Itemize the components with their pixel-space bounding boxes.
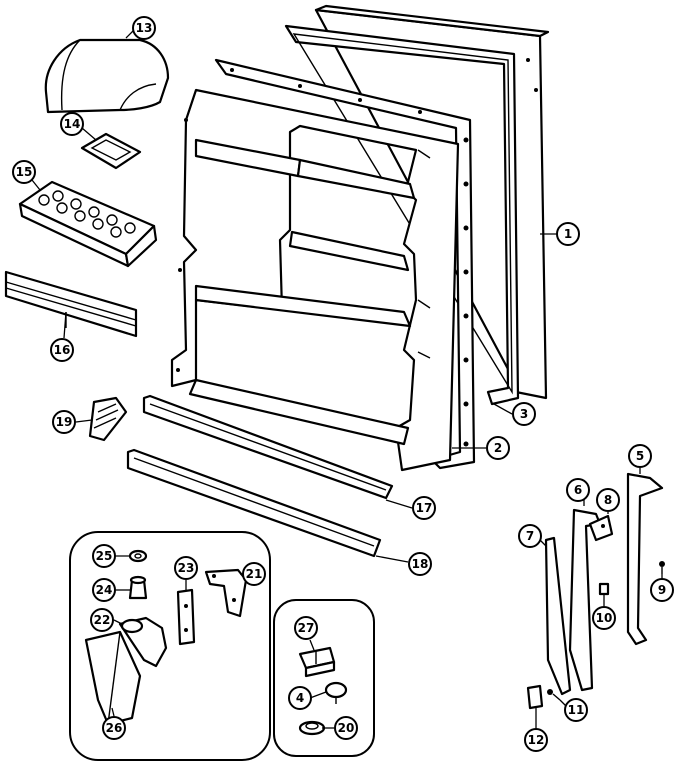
callout-label: 4 bbox=[296, 691, 304, 705]
callout-label: 22 bbox=[94, 613, 111, 627]
leader-lines bbox=[31, 29, 663, 730]
callout-18: 18 bbox=[408, 552, 432, 576]
callout-label: 18 bbox=[412, 557, 429, 571]
hinge-cover-12 bbox=[526, 684, 544, 710]
callout-label: 11 bbox=[568, 703, 585, 717]
egg-tray bbox=[18, 180, 158, 268]
callout-label: 8 bbox=[604, 493, 612, 507]
callout-label: 13 bbox=[136, 21, 153, 35]
handle-parts-group bbox=[69, 531, 271, 761]
callout-label: 16 bbox=[54, 343, 71, 357]
callout-label: 17 bbox=[416, 501, 433, 515]
callout-13: 13 bbox=[132, 16, 156, 40]
callout-11: 11 bbox=[564, 698, 588, 722]
callout-label: 9 bbox=[658, 583, 666, 597]
lower-trim-strip bbox=[126, 448, 382, 558]
callout-label: 20 bbox=[338, 721, 355, 735]
callout-21: 21 bbox=[242, 562, 266, 586]
screw-11 bbox=[547, 689, 561, 701]
callout-16: 16 bbox=[50, 338, 74, 362]
callout-label: 21 bbox=[246, 567, 263, 581]
dairy-cover-hinge-pad bbox=[80, 132, 142, 170]
callout-label: 5 bbox=[636, 449, 644, 463]
callout-26: 26 bbox=[102, 716, 126, 740]
callout-23: 23 bbox=[174, 556, 198, 580]
callout-17: 17 bbox=[412, 496, 436, 520]
callout-1: 1 bbox=[556, 222, 580, 246]
door-stop bbox=[88, 396, 128, 442]
door-shelf-rail bbox=[4, 270, 138, 338]
callout-label: 15 bbox=[16, 165, 33, 179]
callout-24: 24 bbox=[92, 578, 116, 602]
callout-label: 23 bbox=[178, 561, 195, 575]
door-hinge-bracket-6 bbox=[568, 508, 602, 692]
upper-trim-strip bbox=[142, 394, 394, 500]
callout-20: 20 bbox=[334, 716, 358, 740]
callout-label: 19 bbox=[56, 415, 73, 429]
door-gasket bbox=[284, 24, 520, 406]
hinge-plate-8 bbox=[588, 514, 614, 542]
door-liner bbox=[170, 58, 476, 472]
callout-label: 26 bbox=[106, 721, 123, 735]
door-hinge-bracket-5 bbox=[626, 472, 664, 646]
callout-14: 14 bbox=[60, 112, 84, 136]
hardware-parts-group bbox=[273, 599, 375, 757]
dairy-door-cover bbox=[44, 38, 170, 114]
callout-4: 4 bbox=[288, 686, 312, 710]
door-hinge-bracket-7 bbox=[544, 536, 572, 696]
callout-label: 3 bbox=[520, 407, 528, 421]
callout-label: 6 bbox=[574, 483, 582, 497]
callout-5: 5 bbox=[628, 444, 652, 468]
callout-label: 27 bbox=[298, 621, 315, 635]
callout-label: 7 bbox=[526, 529, 534, 543]
callout-12: 12 bbox=[524, 728, 548, 752]
callout-label: 12 bbox=[528, 733, 545, 747]
callout-9: 9 bbox=[650, 578, 674, 602]
callout-25: 25 bbox=[92, 544, 116, 568]
callout-10: 10 bbox=[592, 606, 616, 630]
callout-15: 15 bbox=[12, 160, 36, 184]
callout-22: 22 bbox=[90, 608, 114, 632]
callout-27: 27 bbox=[294, 616, 318, 640]
callout-3: 3 bbox=[512, 402, 536, 426]
callout-2: 2 bbox=[486, 436, 510, 460]
hinge-pin-10 bbox=[598, 582, 610, 596]
callout-19: 19 bbox=[52, 410, 76, 434]
callout-8: 8 bbox=[596, 488, 620, 512]
callout-label: 10 bbox=[596, 611, 613, 625]
callout-7: 7 bbox=[518, 524, 542, 548]
callout-6: 6 bbox=[566, 478, 590, 502]
callout-label: 2 bbox=[494, 441, 502, 455]
callout-label: 25 bbox=[96, 549, 113, 563]
callout-label: 14 bbox=[64, 117, 81, 131]
callout-label: 24 bbox=[96, 583, 113, 597]
screw-9 bbox=[659, 561, 665, 574]
callout-label: 1 bbox=[564, 227, 572, 241]
